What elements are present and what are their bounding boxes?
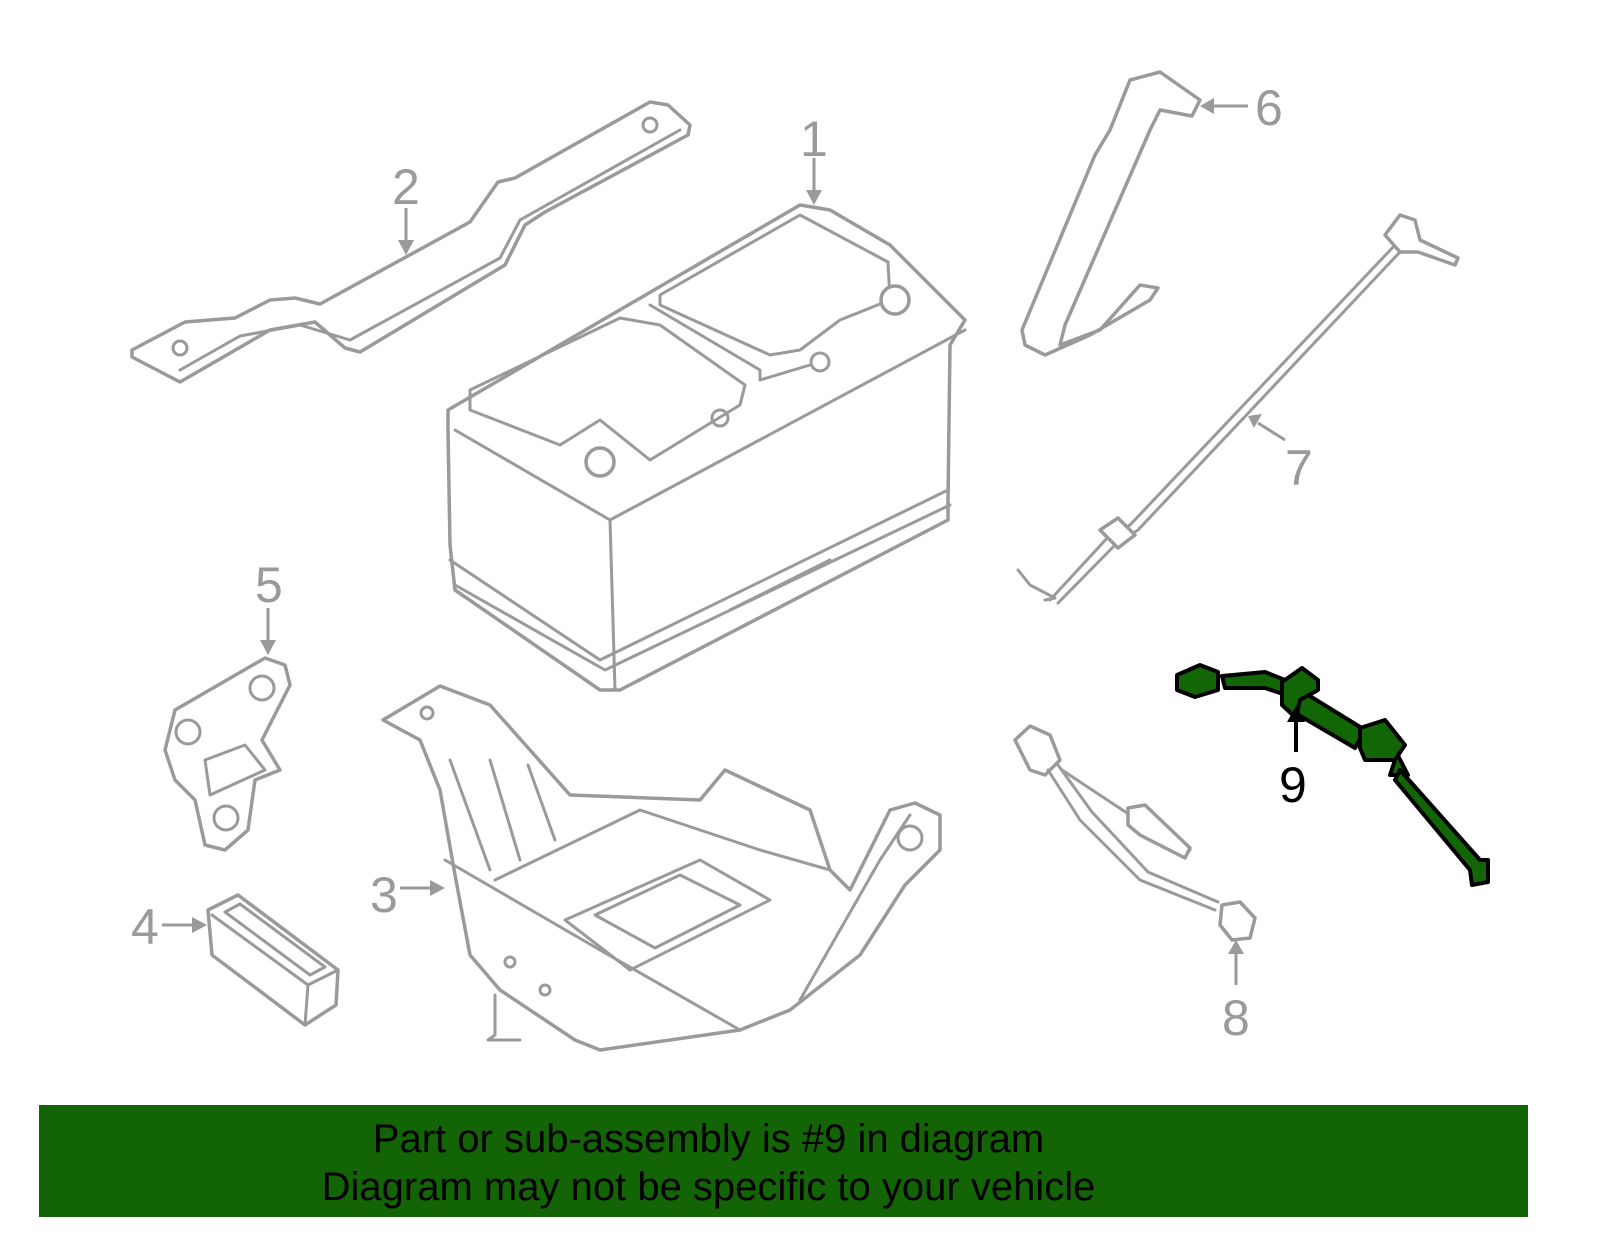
part-9-battery-cable[interactable] <box>1175 663 1490 887</box>
callout-6[interactable]: 6 <box>1255 80 1283 136</box>
part-2-hold-down-bracket[interactable] <box>130 100 692 384</box>
part-3-battery-tray[interactable] <box>381 684 942 1052</box>
part-4-pad[interactable] <box>206 893 340 1027</box>
callout-8[interactable]: 8 <box>1222 990 1250 1046</box>
part-1-battery[interactable] <box>446 203 967 692</box>
callout-7[interactable]: 7 <box>1285 440 1313 496</box>
callout-arrows <box>162 98 1286 985</box>
callout-9[interactable]: 9 <box>1279 757 1307 813</box>
callout-4[interactable]: 4 <box>131 899 159 955</box>
info-banner: Part or sub-assembly is #9 in diagram Di… <box>39 1105 1528 1217</box>
callout-3[interactable]: 3 <box>370 867 398 923</box>
part-8-sensor-lead[interactable] <box>1013 724 1257 942</box>
part-5-bracket[interactable] <box>163 656 292 852</box>
callout-1[interactable]: 1 <box>800 111 828 167</box>
callout-2[interactable]: 2 <box>392 159 420 215</box>
banner-line-2: Diagram may not be specific to your vehi… <box>321 1165 1096 1209</box>
part-7-cable[interactable] <box>1016 213 1460 605</box>
banner-line-1: Part or sub-assembly is #9 in diagram <box>372 1117 1045 1161</box>
callout-5[interactable]: 5 <box>255 557 283 613</box>
part-6-cable[interactable] <box>1020 70 1202 357</box>
